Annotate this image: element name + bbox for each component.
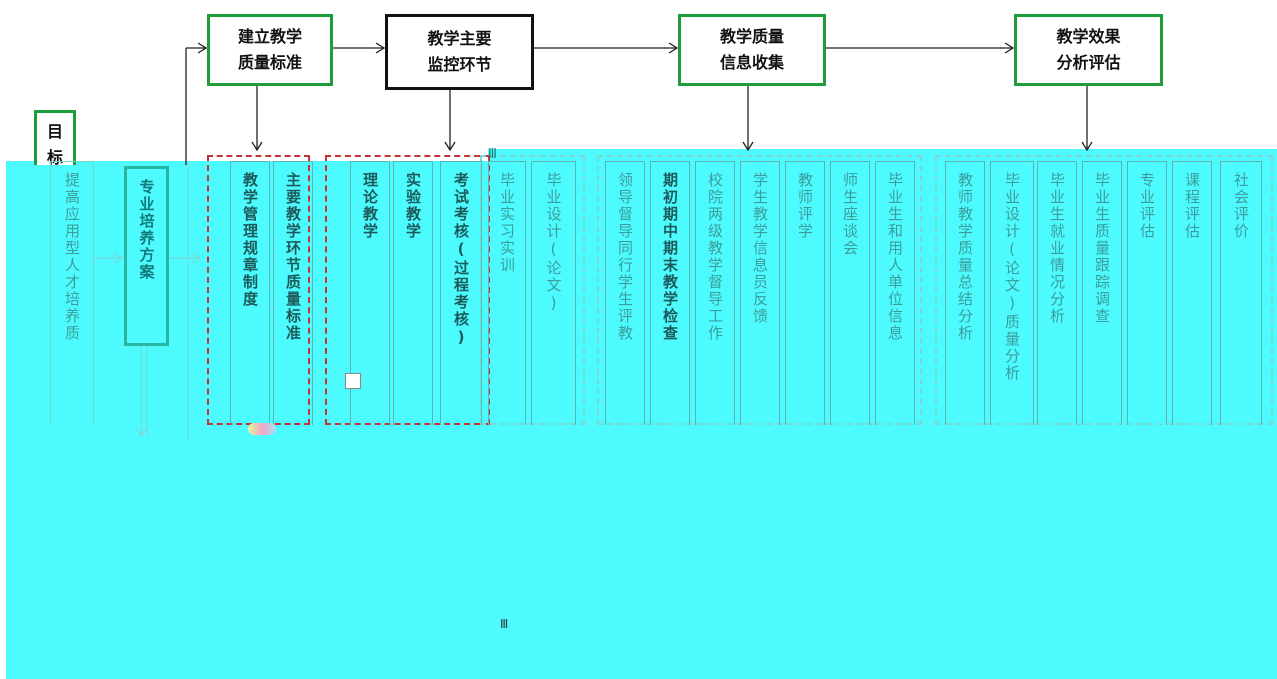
monitoring-col-3: 考试考核(过程考核): [440, 161, 482, 425]
cyan-overlay-lower: [6, 425, 1277, 679]
evaluation-box: 教学效果 分析评估: [1014, 14, 1163, 86]
monitoring-col-1: 理论教学: [350, 161, 390, 425]
goal-box-char1: 目: [46, 122, 63, 141]
collection-box: 教学质量 信息收集: [678, 14, 826, 86]
goal-text-column: 提高应用型人才培养质: [50, 161, 94, 425]
fragment-glyph-top: Ⅲ: [488, 147, 497, 162]
cyan-overlay-main: [6, 161, 1277, 425]
evaluation-col-2: 毕业设计(论文)质量分析: [990, 161, 1034, 425]
evaluation-col-5: 专业评估: [1127, 161, 1167, 425]
monitoring-box: 教学主要 监控环节: [385, 14, 534, 90]
monitoring-box-line2: 监控环节: [427, 55, 492, 74]
fragment-glyph-bottom: Ⅲ: [500, 617, 509, 631]
evaluation-col-4: 毕业生质量跟踪调查: [1082, 161, 1122, 425]
standards-box: 建立教学 质量标准: [207, 14, 333, 86]
collection-col-1: 领导督导同行学生评教: [605, 161, 645, 425]
goal-box: 目 标: [34, 110, 76, 167]
monitoring-col-4: 毕业实习实训: [488, 161, 526, 425]
collection-group-frame: [597, 155, 922, 425]
standards-box-line1: 建立教学: [237, 27, 302, 46]
evaluation-col-1: 教师教学质量总结分析: [945, 161, 985, 425]
sticker-icon: [345, 373, 361, 389]
standards-col-2: 主要教学环节质量标准: [273, 161, 313, 425]
collection-col-4: 学生教学信息员反馈: [740, 161, 780, 425]
evaluation-box-line2: 分析评估: [1056, 53, 1121, 72]
flower-icon: [248, 423, 276, 435]
monitoring-group-frame: [325, 155, 490, 425]
collection-col-6: 师生座谈会: [830, 161, 870, 425]
monitoring-col-2: 实验教学: [393, 161, 433, 425]
collection-col-7: 毕业生和用人单位信息: [875, 161, 915, 425]
evaluation-col-6: 课程评估: [1172, 161, 1212, 425]
monitoring-box-line1: 教学主要: [427, 29, 492, 48]
standards-box-line2: 质量标准: [237, 53, 302, 72]
monitoring-col-5: 毕业设计(论文): [531, 161, 576, 425]
plan-column: 专业培养方案: [124, 166, 169, 346]
standards-col-1: 教学管理规章制度: [230, 161, 270, 425]
collection-col-2: 期初期中期末教学检查: [650, 161, 690, 425]
evaluation-group-frame: [935, 155, 1273, 425]
collection-box-line1: 教学质量: [719, 27, 784, 46]
evaluation-col-7: 社会评价: [1220, 161, 1262, 425]
evaluation-box-line1: 教学效果: [1056, 27, 1121, 46]
collection-col-3: 校院两级教学督导工作: [695, 161, 735, 425]
collection-col-5: 教师评学: [785, 161, 825, 425]
collection-box-line2: 信息收集: [719, 53, 784, 72]
evaluation-col-3: 毕业生就业情况分析: [1037, 161, 1077, 425]
